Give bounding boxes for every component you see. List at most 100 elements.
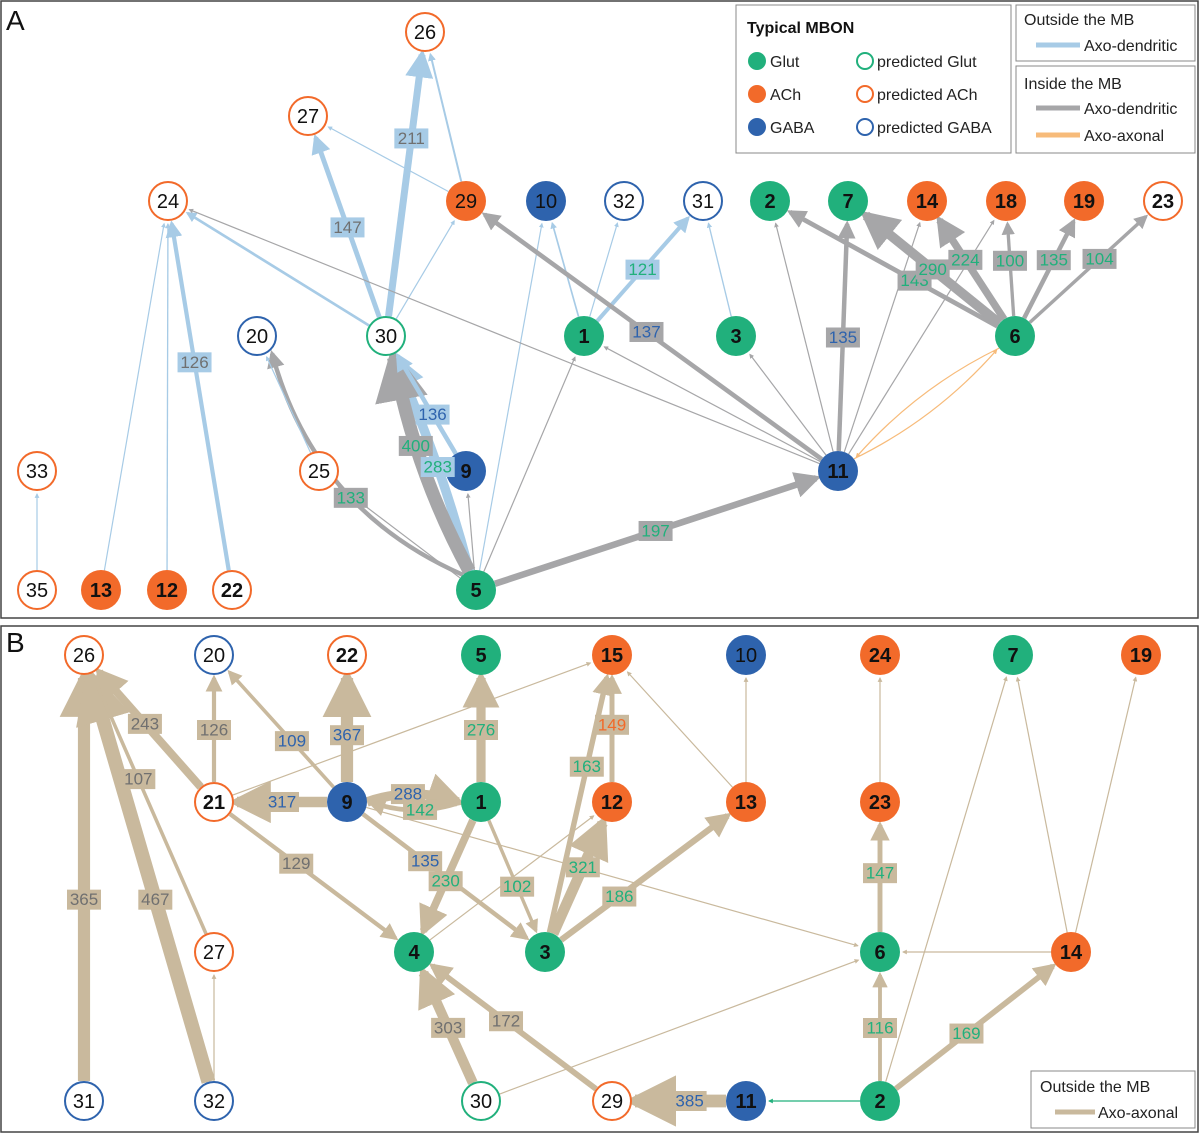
edge-label-bg [121, 769, 156, 790]
node-label: 23 [1152, 191, 1174, 213]
node-b-30: 30 [461, 1081, 501, 1121]
node-label: 21 [203, 792, 225, 814]
node-label: 13 [90, 580, 112, 602]
node-circle [194, 635, 234, 675]
node-a-33: 33 [17, 451, 57, 491]
legend-outside-b: Outside the MB Axo-axonal [1030, 1070, 1196, 1129]
edge-label-bg [394, 128, 429, 149]
edge-label-b-9-to-1: 288 [394, 785, 422, 804]
edge-a-6-to-2 [786, 210, 999, 329]
edge-label-b-9-to-21: 317 [268, 793, 296, 812]
edge-label-b-27-to-26: 107 [124, 770, 152, 789]
node-label: 7 [842, 191, 853, 213]
node-b-20: 20 [194, 635, 234, 675]
node-label: 19 [1073, 191, 1095, 213]
node-circle [525, 932, 565, 972]
edge-label-b-3-to-12: 321 [569, 858, 597, 877]
edge-label-b-2-to-6: 116 [866, 1019, 893, 1038]
edge-label-b-32-to-26: 467 [141, 890, 169, 909]
node-circle [750, 181, 790, 221]
node-label: 31 [73, 1091, 95, 1113]
legend-inside-a: Inside the MB Axo-dendritic Axo-axonal [1015, 65, 1196, 154]
node-circle [327, 635, 367, 675]
node-b-6: 6 [860, 932, 900, 972]
edge-a-30-to-29 [395, 219, 455, 320]
node-b-13: 13 [726, 782, 766, 822]
edge-label-bg [863, 1018, 897, 1038]
node-label: 24 [157, 191, 179, 213]
edge-label-a-30-to-27: 147 [333, 218, 361, 237]
node-circle [995, 316, 1035, 356]
edge-label-bg [489, 1011, 524, 1032]
node-label: 26 [414, 22, 436, 44]
node-circle [461, 635, 501, 675]
node-label: 5 [470, 580, 481, 602]
edge-label-b-9-to-3: 135 [411, 852, 439, 871]
node-label: 22 [221, 580, 243, 602]
edge-a-12-to-24 [165, 222, 171, 571]
node-circle [17, 451, 57, 491]
node-b-7: 7 [993, 635, 1033, 675]
node-circle [683, 181, 723, 221]
edge-a-22-to-24 [165, 220, 231, 571]
legend-predicted-ach-label: predicted ACh [877, 87, 978, 104]
node-circle [299, 451, 339, 491]
node-circle [592, 782, 632, 822]
node-a-2: 2 [750, 181, 790, 221]
node-label: 20 [203, 645, 225, 667]
node-circle [526, 181, 566, 221]
node-b-5: 5 [461, 635, 501, 675]
node-circle [1051, 932, 1091, 972]
node-b-29: 29 [592, 1081, 632, 1121]
node-circle [592, 635, 632, 675]
node-circle [405, 12, 445, 52]
edge-a-3-to-31 [706, 222, 732, 317]
node-circle [993, 635, 1033, 675]
edge-b-9-to-6 [366, 806, 859, 948]
edge-label-bg [602, 886, 637, 907]
legend-ach-label: ACh [770, 87, 801, 104]
node-circle [194, 932, 234, 972]
legend-outside-a-box [1015, 4, 1196, 62]
node-circle [194, 1081, 234, 1121]
edge-b-32-to-26 [76, 666, 216, 1084]
node-label: 22 [336, 645, 358, 667]
node-a-18: 18 [986, 181, 1026, 221]
node-circle [828, 181, 868, 221]
node-a-22: 22 [212, 570, 252, 610]
node-a-25: 25 [299, 451, 339, 491]
node-label: 3 [730, 326, 741, 348]
edge-label-b-21-to-4: 129 [282, 854, 310, 873]
node-circle [147, 570, 187, 610]
edge-label-b-29-to-4: 172 [492, 1012, 520, 1031]
node-a-24: 24 [148, 181, 188, 221]
node-b-22: 22 [327, 635, 367, 675]
edge-a-11-to-1 [603, 346, 821, 463]
node-label: 6 [874, 942, 885, 964]
legend-typical-title: Typical MBON [747, 20, 854, 37]
edge-label-bg [138, 889, 173, 910]
edge-a-6-to-11 [855, 347, 1000, 458]
edge-a-30-to-26 [385, 49, 434, 317]
node-label: 2 [874, 1091, 885, 1113]
edge-a-11-to-3 [749, 353, 827, 456]
node-label: 5 [475, 645, 486, 667]
node-circle [726, 635, 766, 675]
legend-inside-a-item2: Axo-axonal [1084, 128, 1164, 145]
node-a-6: 6 [995, 316, 1035, 356]
edge-label-b-9-to-22: 367 [333, 726, 361, 745]
node-a-20: 20 [237, 316, 277, 356]
edge-label-bg [177, 352, 212, 373]
edge-label-a-6-to-14: 224 [951, 250, 979, 269]
edge-b-27-to-26 [91, 673, 208, 935]
edge-a-11-to-24 [188, 208, 820, 465]
edge-label-b-21-to-26: 243 [131, 714, 159, 733]
legend-predicted-ach-swatch [856, 85, 874, 103]
node-circle [212, 570, 252, 610]
node-circle [604, 181, 644, 221]
node-label: 11 [827, 461, 848, 483]
edge-label-bg [992, 250, 1027, 271]
node-circle [461, 782, 501, 822]
